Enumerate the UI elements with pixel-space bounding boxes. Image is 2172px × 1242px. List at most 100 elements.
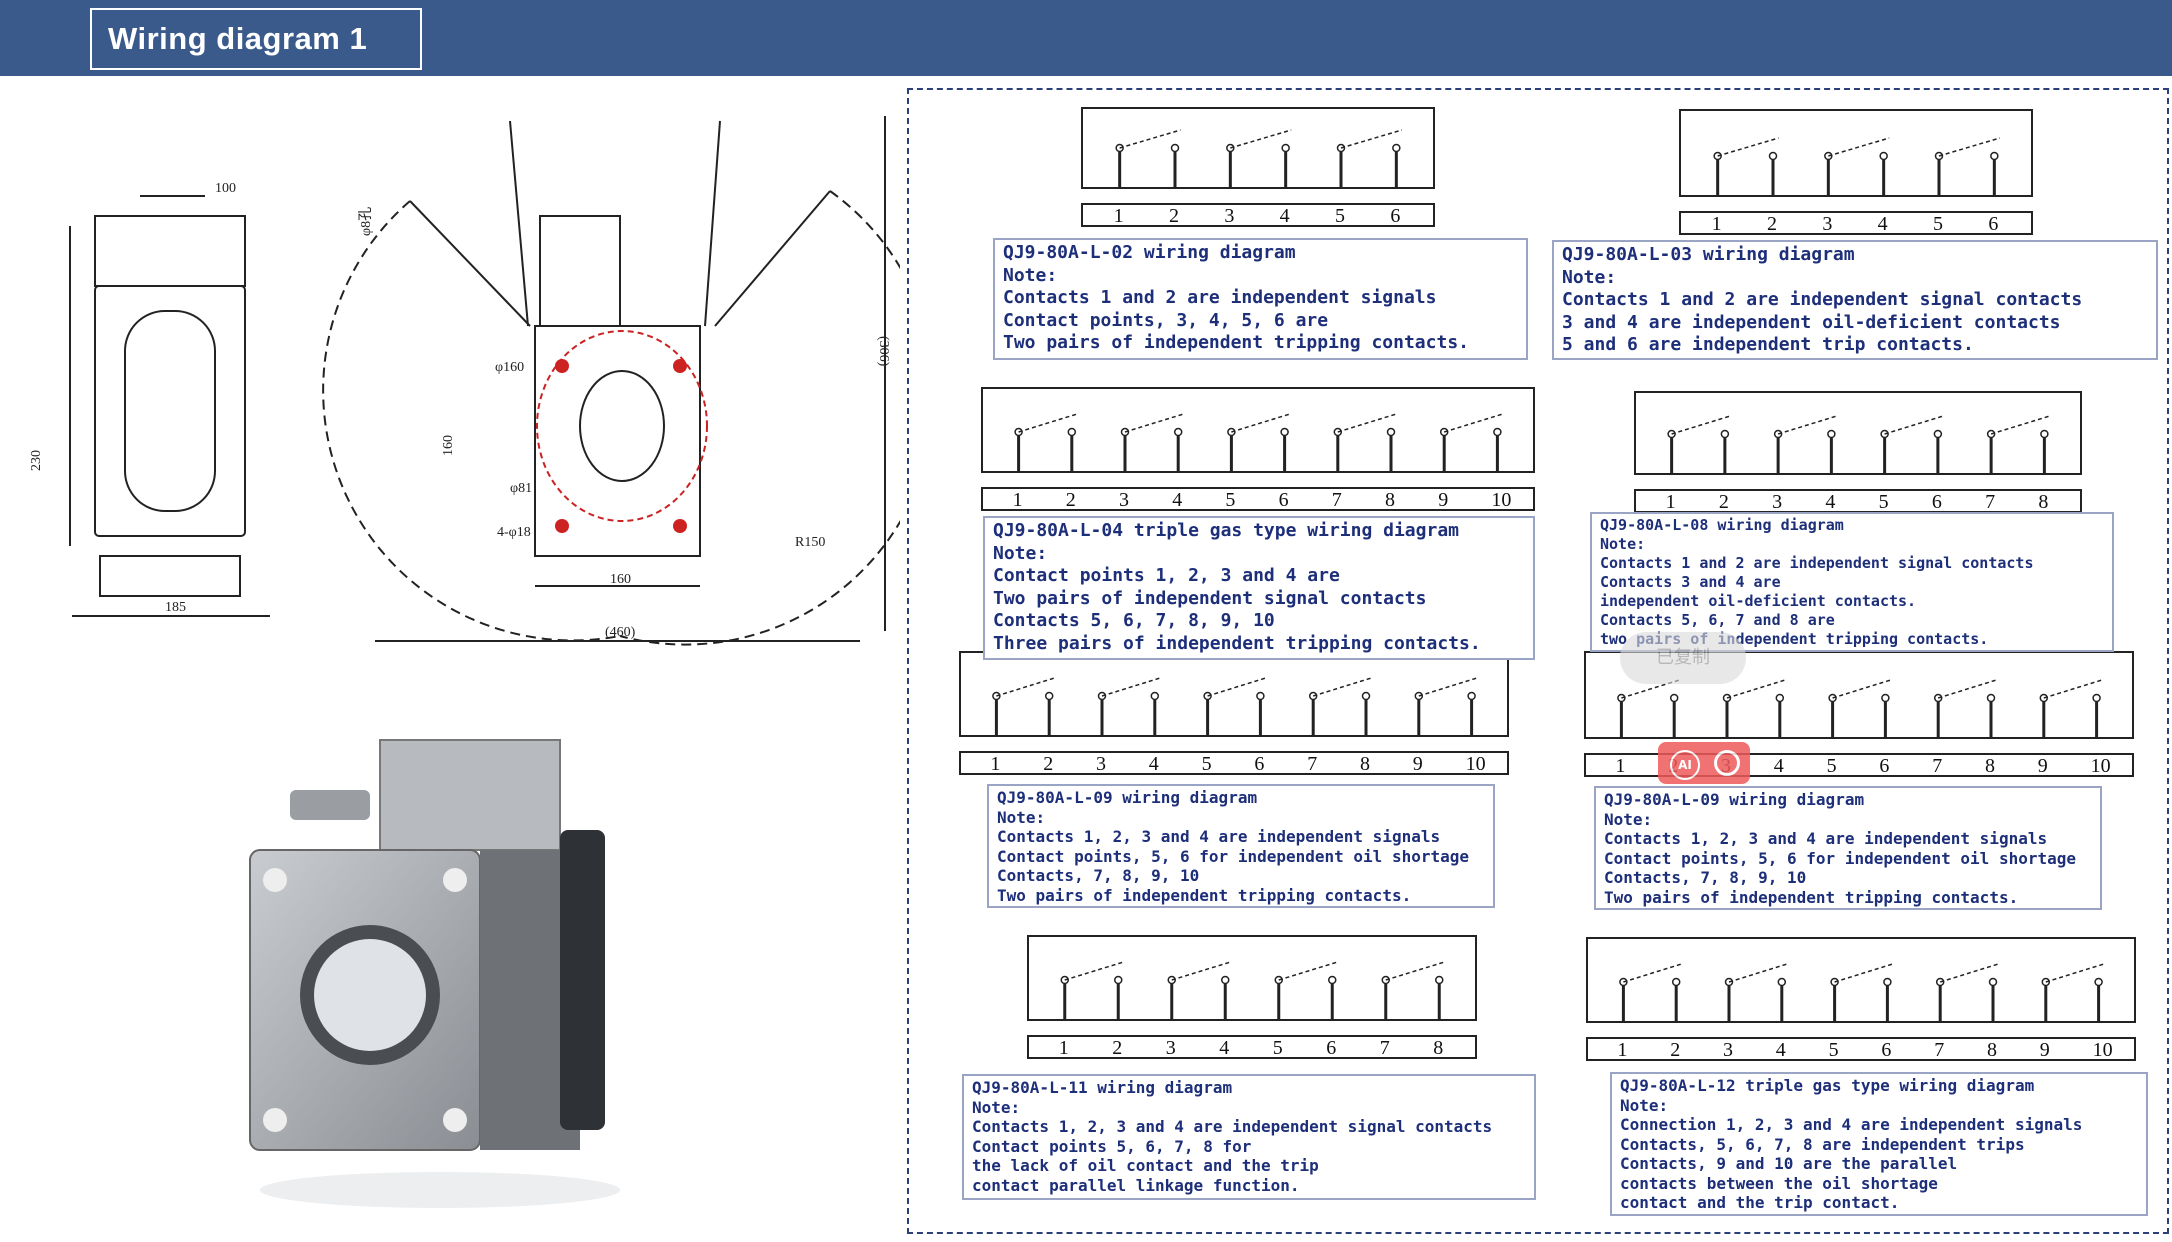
contact-node	[1115, 143, 1124, 153]
contact-arm	[1337, 413, 1397, 433]
terminal-number: 2	[1169, 205, 1179, 227]
terminal-number: 1	[1617, 1039, 1627, 1061]
terminal-number: 4	[1825, 491, 1835, 513]
diagram-title: QJ9-80A-L-02 wiring diagram	[1003, 242, 1296, 263]
technical-drawings: 100 230 185 φ8孔 φ160 φ81 4-φ18 160 (306)…	[0, 76, 936, 666]
note-line: Connection 1, 2, 3 and 4 are independent…	[1620, 1115, 2083, 1134]
dim-label: φ81	[510, 481, 532, 496]
contact-node	[1881, 693, 1890, 703]
note-line: Note:	[1562, 266, 1617, 288]
contact-node	[1114, 975, 1123, 985]
contact-node	[1281, 143, 1290, 153]
terminal-number: 6	[1988, 213, 1998, 235]
terminal-number: 3	[1166, 1037, 1176, 1059]
contact-arm	[1064, 961, 1124, 981]
contact-node	[1014, 427, 1023, 437]
contact-node	[1933, 693, 1943, 703]
copied-tooltip: 已复制	[1620, 632, 1746, 684]
terminal-number: 9	[1438, 489, 1448, 511]
terminal-number: 7	[1307, 753, 1317, 775]
contact-node	[1467, 691, 1476, 701]
note-line: contact parallel linkage function.	[972, 1175, 1300, 1195]
contact-arm	[1834, 963, 1893, 983]
terminal-number: 7	[1985, 491, 1995, 513]
contact-frame	[1634, 391, 2082, 475]
note-line: Contacts 1, 2, 3 and 4 are independent s…	[997, 827, 1441, 846]
terminal-number: 10	[1491, 489, 1511, 511]
note-line: Contacts 1 and 2 are independent signal …	[1562, 289, 2083, 310]
diagram-title: QJ9-80A-L-09 wiring diagram	[1604, 790, 1865, 809]
note-line: Contacts, 7, 8, 9, 10	[1604, 868, 1807, 887]
search-icon[interactable]	[1714, 750, 1740, 776]
note-line: Contact points 5, 6, 7, 8 for	[972, 1136, 1252, 1156]
terminal-number: 1	[1666, 491, 1676, 513]
note-line: Note:	[997, 807, 1046, 827]
note-line: Contacts 3 and 4 are	[1600, 573, 1781, 591]
terminal-number: 3	[1224, 205, 1234, 227]
terminal-number: 1	[1013, 489, 1023, 511]
contact-arm	[1728, 963, 1788, 983]
terminal-number: 7	[1932, 755, 1942, 777]
terminal-number: 7	[1934, 1039, 1944, 1061]
contact-node	[1203, 691, 1212, 701]
diagram-title: QJ9-80A-L-03 wiring diagram	[1562, 244, 1855, 265]
dim-label: 160	[610, 572, 631, 587]
contact-frame	[1081, 107, 1435, 189]
note-line: Contacts 1 and 2 are independent signals	[1003, 287, 1437, 308]
contact-arm	[1939, 963, 1999, 983]
terminal-strip	[1679, 211, 2033, 235]
contact-node	[1386, 427, 1396, 437]
note-line: Contacts, 5, 6, 7, 8 are independent tri…	[1620, 1134, 2025, 1154]
dim-label: φ8孔	[358, 207, 374, 236]
dim-label: R150	[795, 535, 825, 550]
note-line: Three pairs of independent tripping cont…	[993, 632, 1481, 654]
note-line: Two pairs of independent tripping contac…	[997, 885, 1412, 905]
terminal-number: 5	[1273, 1037, 1283, 1059]
contact-arm	[1018, 413, 1078, 433]
terminal-number: 9	[1413, 753, 1423, 775]
contact-node	[1173, 427, 1183, 437]
dim-label: 160	[441, 435, 456, 456]
terminal-number: 8	[1985, 755, 1995, 777]
contact-arm	[1828, 137, 1890, 157]
contact-node	[1392, 143, 1401, 153]
contact-node	[1713, 151, 1722, 161]
contact-node	[1671, 977, 1681, 987]
contact-arm	[1278, 961, 1338, 981]
note-line: Two pairs of independent signal contacts	[993, 587, 1427, 609]
contact-node	[1935, 977, 1945, 987]
contact-arm	[1671, 415, 1731, 435]
contact-node	[1170, 143, 1180, 153]
terminal-number: 10	[1466, 753, 1486, 775]
contact-arm	[1832, 679, 1891, 699]
contact-frame	[981, 387, 1535, 473]
contact-arm	[1623, 963, 1682, 983]
terminal-number: 4	[1776, 1039, 1786, 1061]
terminal-number: 5	[1879, 491, 1889, 513]
contact-arm	[1119, 129, 1181, 149]
terminal-number: 6	[1279, 489, 1289, 511]
terminal-number: 9	[2040, 1039, 2050, 1061]
product-photo	[230, 680, 630, 1220]
terminal-number: 8	[1987, 1039, 1997, 1061]
contact-node	[1830, 977, 1839, 987]
contact-arm	[1385, 961, 1445, 981]
terminal-number: 6	[1879, 755, 1889, 777]
diagram-title: QJ9-80A-L-12 triple gas type wiring diag…	[1620, 1076, 2035, 1095]
terminal-number: 8	[2038, 491, 2048, 513]
note-box-l04: QJ9-80A-L-04 triple gas type wiring diag…	[983, 516, 1535, 660]
terminal-number: 2	[1719, 491, 1729, 513]
contact-frame	[1027, 935, 1477, 1021]
terminal-number: 4	[1280, 205, 1290, 227]
ai-toolbar[interactable]: AI	[1658, 742, 1750, 784]
terminal-number: 2	[1066, 489, 1076, 511]
ai-button[interactable]: AI	[1670, 750, 1700, 780]
note-line: Contact points 1, 2, 3 and 4 are	[993, 565, 1340, 586]
note-line: Note:	[993, 542, 1048, 564]
contact-node	[1221, 975, 1230, 985]
